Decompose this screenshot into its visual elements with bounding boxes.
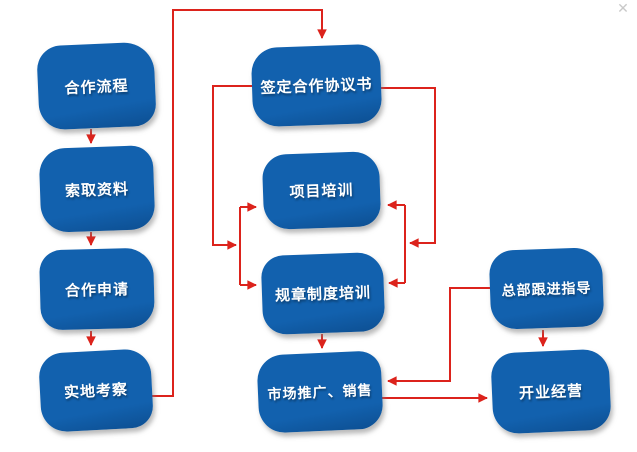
- flow-node-kaiye-jingying: 开业经营: [490, 348, 612, 435]
- flow-node-hezuo-liucheng: 合作流程: [36, 41, 157, 131]
- close-icon[interactable]: ✕: [617, 1, 629, 17]
- edge-zongbu-to-shichang: [387, 287, 490, 386]
- flow-node-suoqu-ziliao: 索取资料: [38, 145, 156, 233]
- edge-qianding-left-loop: [212, 85, 252, 250]
- flow-node-shidi-kaocha: 实地考察: [38, 348, 154, 433]
- flow-node-guizhang-peixun: 规章制度培训: [260, 251, 386, 336]
- flow-node-xiangmu-peixun: 项目培训: [261, 150, 382, 231]
- edge-qianding-right-loop: [381, 87, 436, 248]
- flow-node-qianding-xieyi: 签定合作协议书: [250, 43, 383, 128]
- flow-node-zongbu-zhidao: 总部跟进指导: [488, 247, 605, 330]
- flow-node-shichang-xiaoshou: 市场推广、销售: [256, 350, 384, 434]
- flow-node-hezuo-shenqing: 合作申请: [38, 247, 156, 331]
